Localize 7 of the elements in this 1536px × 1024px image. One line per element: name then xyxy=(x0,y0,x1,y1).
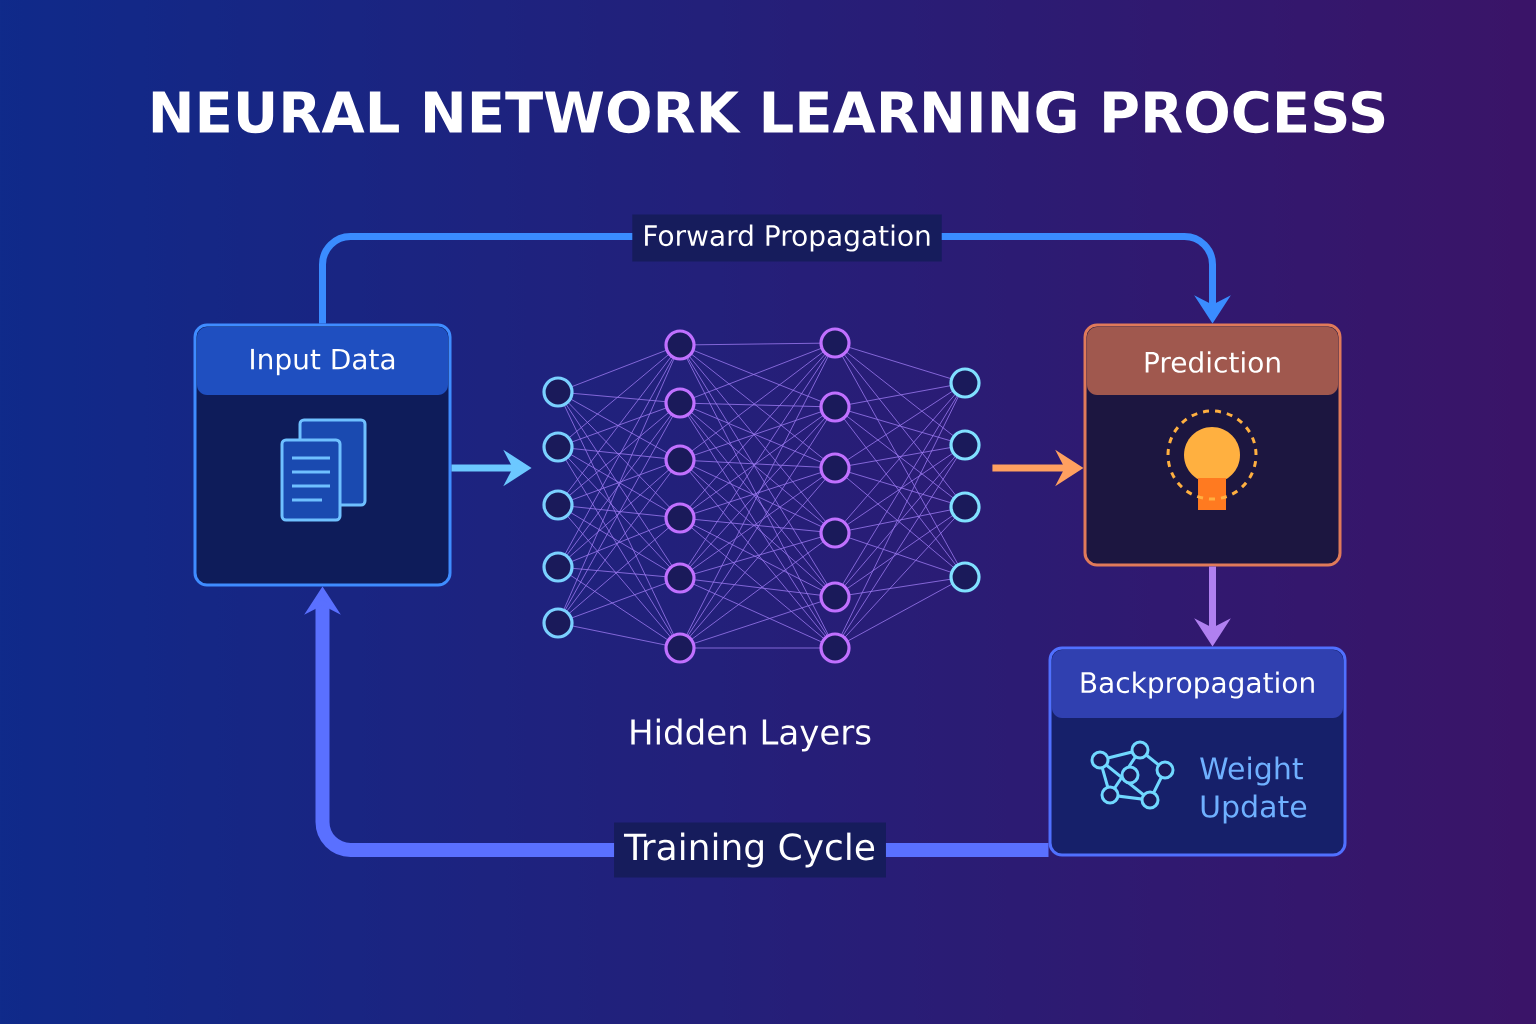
backpropagation-box: Backpropagation Weight Update xyxy=(1048,646,1347,857)
edge-label: Training Cycle xyxy=(614,822,886,878)
edge-label: Forward Propagation xyxy=(632,214,942,262)
title: NEURAL NETWORK LEARNING PROCESS xyxy=(152,90,1385,134)
layer-label: Hidden Layers xyxy=(631,718,871,752)
prediction-box: Prediction xyxy=(1083,323,1342,567)
neural-network-drawing xyxy=(542,327,981,664)
